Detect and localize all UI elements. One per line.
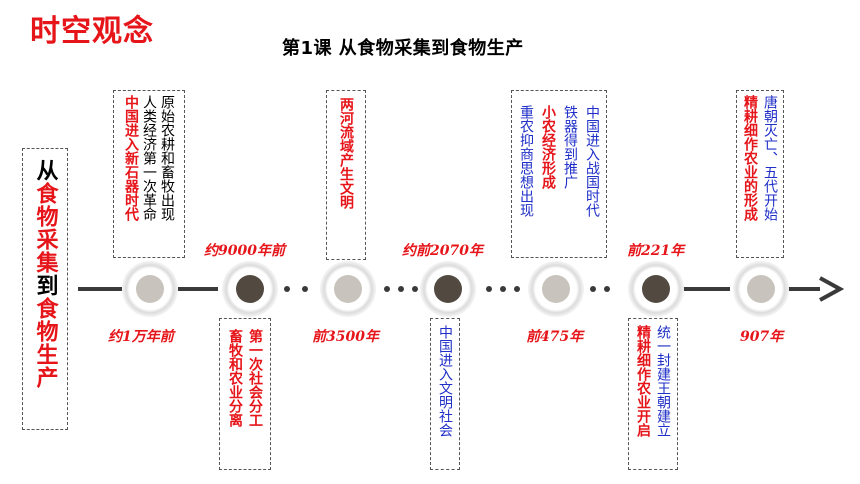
event-division-line-2: 畜牧和农业分离	[227, 329, 243, 427]
event-division: 第一次社会分工 畜牧和农业分离	[219, 318, 271, 470]
event-division-line-1: 第一次社会分工	[247, 329, 263, 427]
event-civilization-line-1: 中国进入文明社会	[437, 325, 453, 437]
theme-part-from: 从	[32, 159, 58, 182]
theme-part-to: 到	[32, 274, 58, 297]
timeline-node-5	[528, 261, 584, 317]
timeline-node-6	[628, 261, 684, 317]
event-warring-line-1: 中国进入战国时代	[584, 105, 600, 217]
date-label-1: 约1万年前	[108, 329, 174, 345]
event-two-rivers-line-1: 两河流域产生文明	[338, 97, 354, 209]
timeline-node-3	[320, 261, 376, 317]
event-unification: 统一封建王朝建立 精耕细作农业开启	[628, 318, 678, 470]
date-label-5: 前475年	[526, 329, 584, 345]
date-label-4: 约前2070年	[402, 243, 483, 259]
timeline-node-1	[122, 261, 178, 317]
event-neolithic-line-2: 人类经济第一次革命	[141, 95, 157, 221]
theme-part-gathering: 食物采集	[32, 182, 58, 274]
event-warring-line-4: 重农抑商思想出现	[518, 105, 534, 217]
corner-title: 时空观念	[30, 14, 154, 49]
event-warring-states: 中国进入战国时代 铁器得到推广 小农经济形成 重农抑商思想出现	[511, 90, 607, 258]
date-label-3: 前3500年	[312, 329, 379, 345]
event-neolithic-line-1: 原始农耕和畜牧出现	[159, 95, 175, 221]
event-neolithic-line-3: 中国进入新石器时代	[123, 95, 139, 221]
theme-panel: 从食物采集到食物生产	[22, 148, 68, 430]
event-tang: 唐朝灭亡、五代开始 精耕细作农业的形成	[736, 90, 784, 258]
theme-text: 从食物采集到食物生产	[32, 159, 58, 389]
event-tang-line-1: 唐朝灭亡、五代开始	[762, 95, 778, 221]
theme-part-production: 食物生产	[32, 297, 58, 389]
date-label-2: 约9000年前	[204, 243, 285, 259]
event-tang-line-2: 精耕细作农业的形成	[742, 95, 758, 221]
date-label-6: 前221年	[627, 243, 685, 259]
event-neolithic: 原始农耕和畜牧出现 人类经济第一次革命 中国进入新石器时代	[113, 90, 185, 258]
event-unify-line-2: 精耕细作农业开启	[635, 325, 651, 437]
event-warring-line-3: 小农经济形成	[540, 105, 556, 189]
timeline-node-4	[420, 261, 476, 317]
timeline-arrow-icon	[819, 276, 844, 302]
date-label-7: 907年	[740, 329, 784, 345]
timeline-node-7	[733, 261, 789, 317]
event-civilization: 中国进入文明社会	[430, 318, 460, 470]
event-two-rivers: 两河流域产生文明	[326, 90, 366, 260]
lesson-title: 第1课 从食物采集到食物生产	[282, 38, 524, 59]
timeline-node-2	[222, 261, 278, 317]
event-warring-line-2: 铁器得到推广	[562, 105, 578, 189]
event-unify-line-1: 统一封建王朝建立	[655, 325, 671, 437]
